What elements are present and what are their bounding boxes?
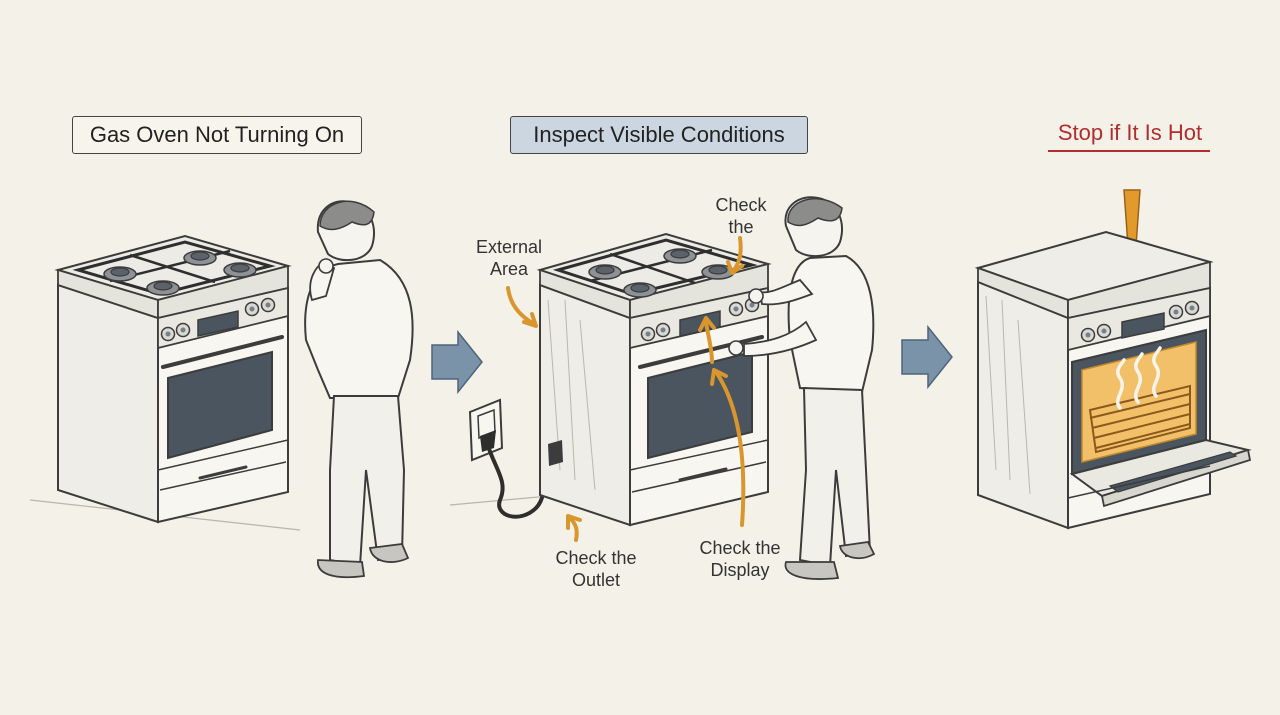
person-confused [304, 200, 414, 579]
panel-1-scene [29, 200, 414, 579]
stove-1 [54, 234, 292, 524]
stove-3-open [974, 230, 1252, 530]
panel-3-scene [974, 189, 1252, 530]
panel-2-scene [449, 196, 876, 580]
panel-3-title: Stop if It Is Hot [1057, 120, 1203, 145]
panel-3-title-underline [1048, 150, 1210, 152]
heat-waves-icon [1116, 346, 1162, 410]
callout-check-display: Check the Display [699, 538, 781, 580]
power-outlet-icon [468, 398, 504, 462]
panel-2-title: Inspect Visible Conditions [510, 116, 808, 154]
stove-2 [536, 232, 772, 527]
step-arrow-icon [901, 324, 953, 390]
panel-1-title: Gas Oven Not Turning On [72, 116, 362, 154]
callout-check-top: Check the [715, 195, 767, 237]
callout-check-outlet: Check the Outlet [555, 548, 637, 590]
step-arrow-icon [431, 329, 483, 395]
person-inspecting [728, 196, 876, 580]
callout-external-area: External Area [475, 237, 543, 279]
callout-arrows [506, 236, 746, 542]
